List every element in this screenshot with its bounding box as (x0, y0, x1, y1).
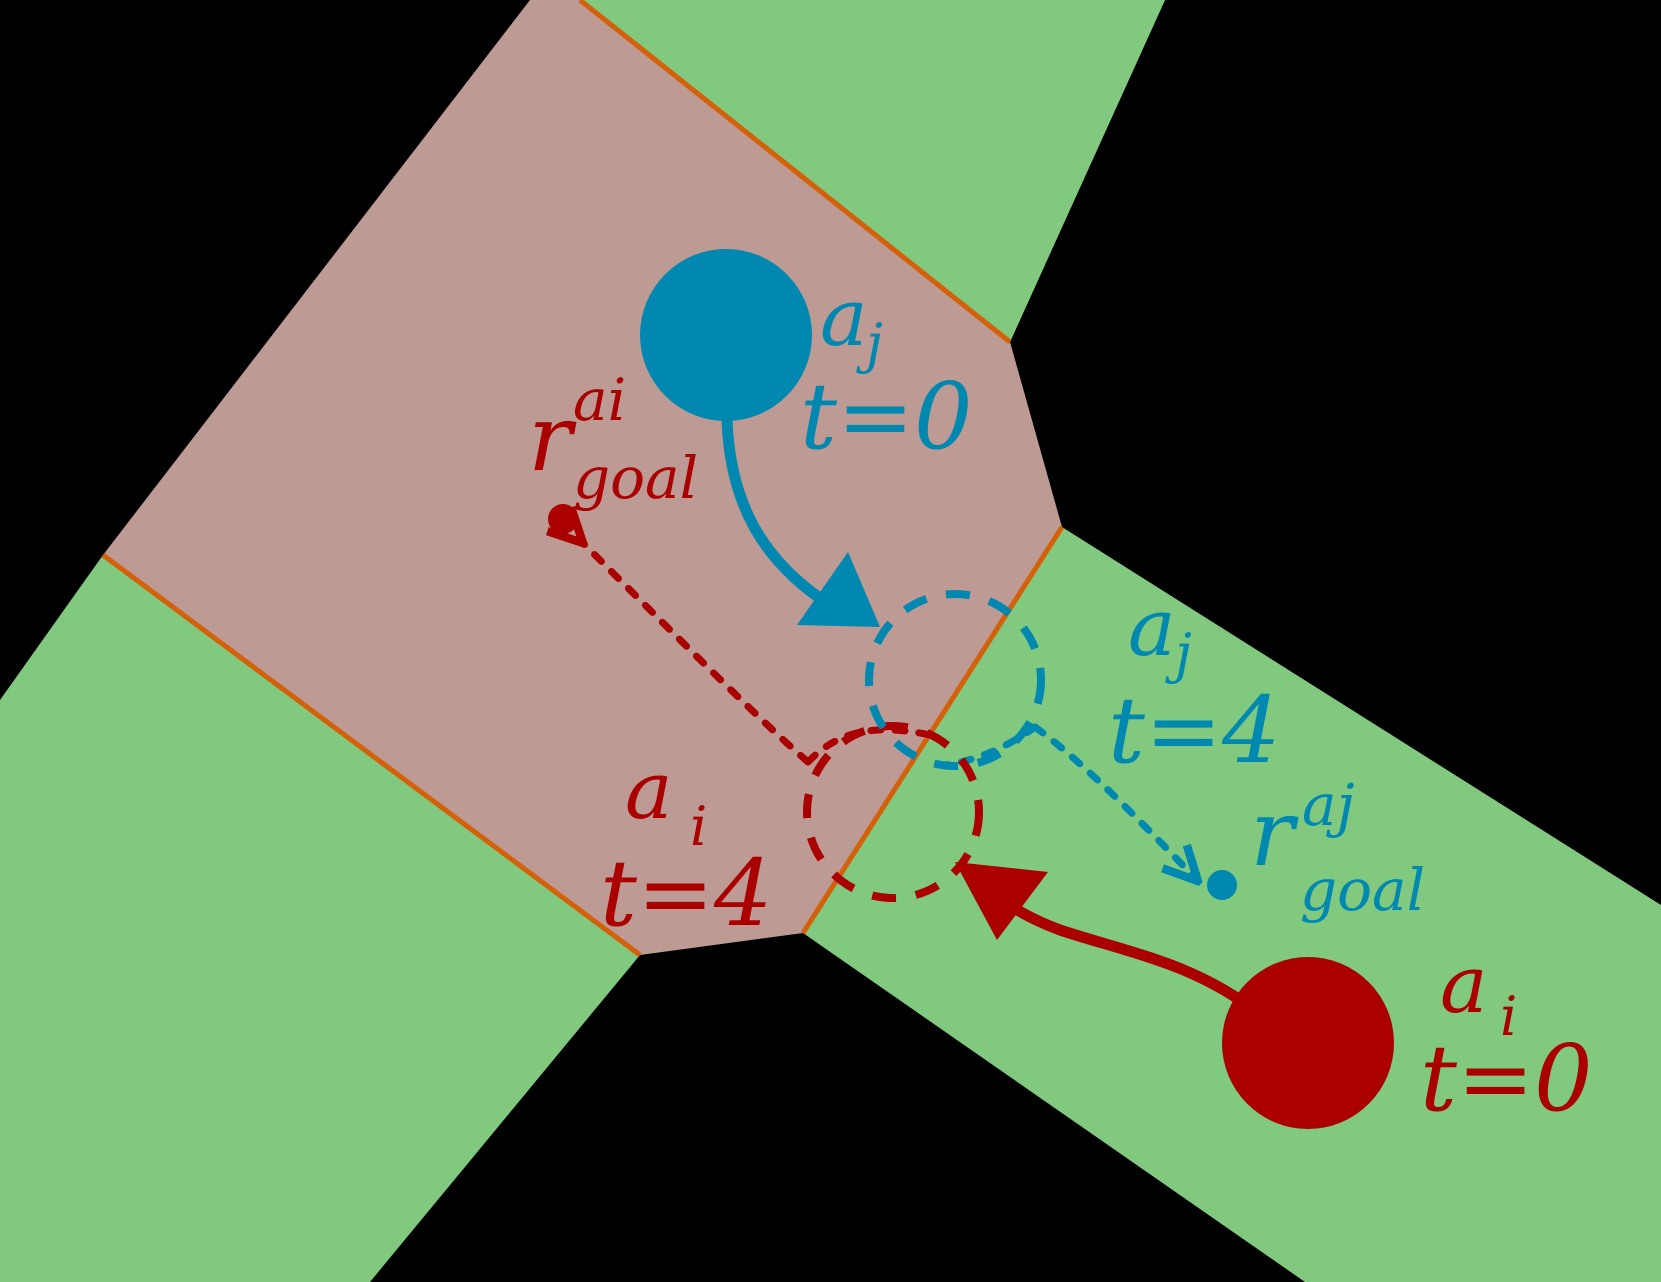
aj-start-label: a j t=0 (800, 271, 973, 470)
corridor-right (803, 527, 1661, 1282)
ai-end-name: a (625, 744, 673, 837)
aj-motion-arrowhead (797, 552, 880, 627)
aj-start-time: t=0 (800, 363, 973, 470)
aj-end-time: t=4 (1108, 677, 1281, 784)
aj-start-name: a (820, 271, 868, 364)
central-region (103, 0, 1062, 955)
ai-start-time: t=0 (1420, 1025, 1593, 1132)
ai-goal-point (548, 504, 578, 534)
aj-goal-symbol: r (1250, 780, 1299, 887)
aj-future-circle (865, 590, 1045, 770)
ai-end-sub: i (690, 795, 707, 858)
ai-start-name: a (1440, 938, 1488, 1031)
ai-end-time: t=4 (600, 840, 773, 947)
ai-start-sub: i (1500, 985, 1517, 1048)
ai-goal-sup: ai (573, 366, 626, 434)
aj-agent-start (640, 249, 812, 421)
ai-goal-symbol: r (528, 385, 577, 492)
ai-motion-arrowhead (955, 862, 1048, 940)
aj-goal-label: r aj goal (1250, 771, 1425, 924)
aj-motion-path (721, 419, 833, 610)
boundary-left (101, 552, 642, 958)
ai-goal-sub: goal (573, 444, 698, 512)
aj-end-name: a (1128, 581, 1176, 674)
aj-goal-sup: aj (1302, 771, 1355, 839)
ai-start-label: a i t=0 (1420, 938, 1593, 1132)
aj-goal-path (1031, 723, 1195, 878)
aj-goal-point (1207, 870, 1237, 900)
boundary-top (578, 0, 1012, 344)
ai-end-label: a i t=4 (600, 744, 773, 947)
corridor-left (0, 555, 640, 1282)
ai-goal-path (580, 540, 812, 766)
ai-goal-label: r ai goal (528, 366, 698, 512)
boundary-right (800, 525, 1065, 935)
corridor-top-right (580, 0, 1165, 342)
aj-goal-sub: goal (1300, 856, 1425, 924)
ai-future-circle (803, 722, 983, 902)
aj-end-label: a j t=4 (1108, 581, 1281, 784)
ai-agent-start (1222, 957, 1394, 1129)
